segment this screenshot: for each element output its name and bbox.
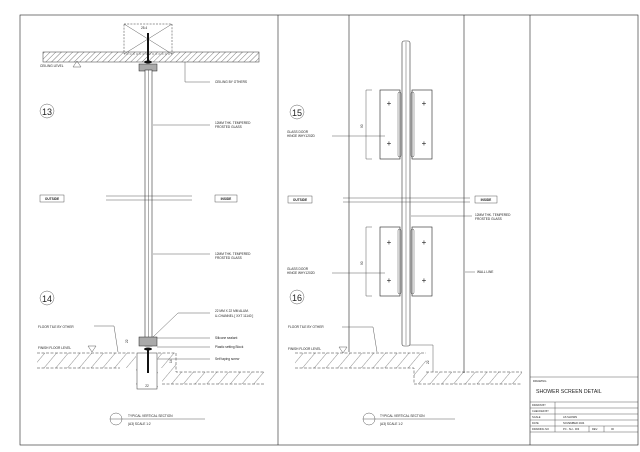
- sheet-border: [19, 14, 639, 446]
- floor-level-marker-icon: [338, 346, 348, 354]
- plus-icon: +: [387, 276, 392, 285]
- glass-label-top-1: 12MM THK. TEMPERED: [215, 121, 251, 125]
- screw-head-icon: [144, 60, 152, 64]
- dim-90-bottom: 90: [360, 261, 364, 265]
- drawn-by-label: DRAWN BY: [532, 403, 546, 407]
- dim-90-top: 90: [360, 124, 364, 128]
- rev-value: 00: [611, 427, 614, 431]
- section-scale: (A3) SCALE 1:2: [380, 422, 403, 426]
- dim-22: 22: [426, 360, 430, 364]
- inside-tag: [214, 194, 238, 203]
- dimension-top: 25.4: [141, 26, 147, 30]
- detail-15-marker: [289, 104, 305, 120]
- detail-15-number: 15: [292, 108, 302, 118]
- section-title: TYPICAL VERTICAL SECTION: [128, 414, 173, 418]
- glass-label-bottom-2: FROSTED GLASS: [215, 256, 242, 260]
- dim-14: 14: [169, 359, 173, 363]
- detail-14-marker: [39, 290, 55, 306]
- u-channel-label-2: U-CHANNEL [ XXT 11140 ]: [215, 314, 253, 318]
- detail-13-number: 13: [42, 107, 52, 117]
- glass-label-2: FROSTED GLASS: [475, 217, 502, 221]
- drawing-label: DRAWING: [533, 379, 546, 383]
- checked-by-label: CHECKED BY: [532, 409, 549, 413]
- finish-floor-label: FINISH FLOOR LEVEL: [288, 347, 321, 351]
- section-title: TYPICAL VERTICAL SECTION: [380, 414, 425, 418]
- glass-label-top-2: FROSTED GLASS: [215, 125, 242, 129]
- plus-icon: +: [422, 238, 427, 247]
- plus-icon: +: [422, 139, 427, 148]
- floor-tile-label: FLOOR TILE BY OTHER: [38, 325, 74, 329]
- setting-block-label: Plastic setting Block: [215, 345, 244, 349]
- hinge-bottom: + + + + 90: [360, 226, 433, 297]
- hinge-label-bottom-1: GLASS DOOR: [287, 267, 309, 271]
- detail-13-marker: [39, 103, 55, 119]
- dim-22-horizontal: 22: [145, 384, 149, 388]
- silicone-label: Silicone sealant: [215, 336, 237, 340]
- inside-label: INSIDE: [221, 197, 232, 201]
- dim-22-vertical: 22: [125, 339, 129, 343]
- detail-14-number: 14: [42, 294, 52, 304]
- floor-level-marker-icon: [87, 345, 97, 353]
- ceiling-level-label: CEILING LEVEL: [40, 64, 64, 68]
- date-label: DATE: [532, 421, 539, 425]
- plus-icon: +: [387, 238, 392, 247]
- ceiling-slab: [42, 51, 260, 63]
- hinge-label-bottom-2: HINGE WHY1202D: [287, 271, 316, 275]
- glass-label-1: 12MM THK. TEMPERED: [475, 213, 511, 217]
- level-marker-icon: [72, 60, 82, 68]
- drawing-no-label: DRAWING NO: [532, 427, 549, 431]
- ceiling-by-others-label: CEILING BY OTHERS: [215, 80, 247, 84]
- u-channel-label-1: 22 MM X 22 MM ALUM.: [215, 309, 249, 313]
- hinge-label-top-2: HINGE WHY1202D: [287, 134, 316, 138]
- bottom-u-channel: [138, 336, 158, 347]
- plus-icon: +: [422, 276, 427, 285]
- detail-16-number: 16: [292, 293, 302, 303]
- outside-label: OUTSIDE: [293, 198, 307, 202]
- scale-label: SCALE: [532, 415, 541, 419]
- title-block: DRAWING SHOWER SCREEN DETAIL DRAWN BY CH…: [530, 376, 638, 433]
- right-panel: + + + + 90 15 GLASS DOOR HINGE WHY1202D …: [287, 15, 522, 426]
- glass-label-bottom-1: 12MM THK. TEMPERED: [215, 252, 251, 256]
- plus-icon: +: [387, 99, 392, 108]
- left-panel: 25.4 CEILING LEVEL CEILING BY OTHERS 13 …: [37, 23, 265, 426]
- drawing-title: SHOWER SCREEN DETAIL: [536, 389, 602, 395]
- finish-floor-label: FINISH FLOOR LEVEL: [38, 346, 71, 350]
- detail-16-marker: [289, 289, 305, 305]
- date-value: NOVEMBER 2024: [563, 421, 585, 425]
- drawing-no-value: PC - SH - 003: [563, 427, 580, 431]
- outside-label: OUTSIDE: [45, 197, 59, 201]
- plus-icon: +: [422, 99, 427, 108]
- ceiling-fixing-box: [123, 23, 173, 55]
- floor-tile-label: FLOOR TILE BY OTHER: [288, 325, 324, 329]
- hinge-label-top-1: GLASS DOOR: [287, 130, 309, 134]
- outside-tag: [39, 194, 65, 203]
- rev-label: REV.: [592, 427, 598, 431]
- scale-value: AS SHOWN: [563, 415, 577, 419]
- plus-icon: +: [387, 139, 392, 148]
- hinge-top: + + + + 90: [360, 89, 433, 160]
- wall-line-label: WALL LINE: [477, 270, 493, 274]
- section-scale: (A3) SCALE 1:2: [128, 422, 151, 426]
- inside-label: INSIDE: [481, 198, 492, 202]
- screw-label: Self taping screw: [215, 357, 240, 361]
